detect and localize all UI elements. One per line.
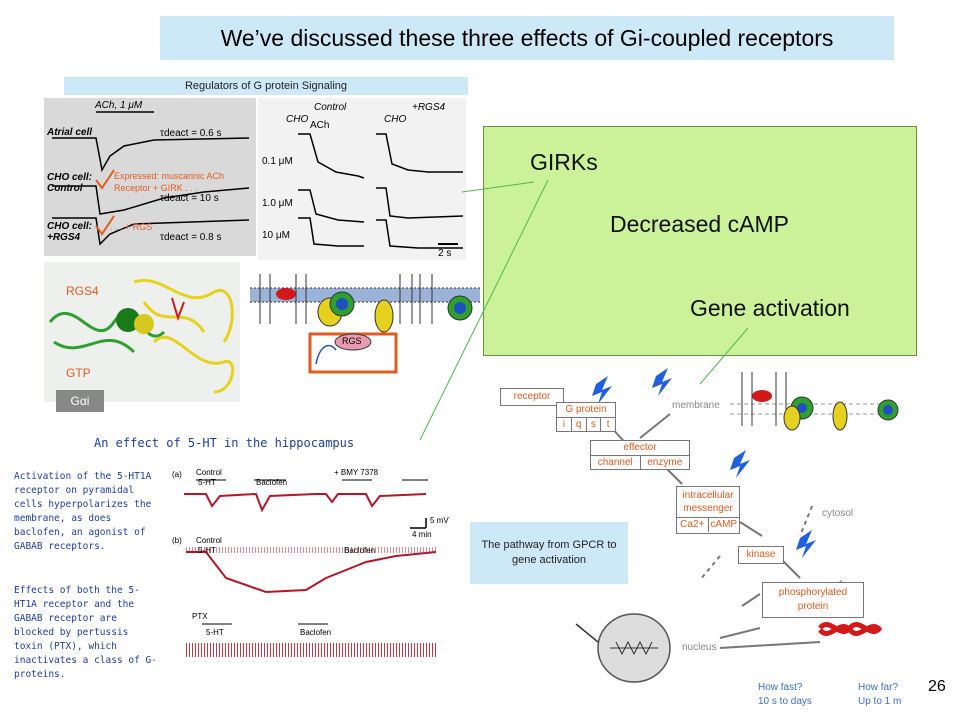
kinase-box: kinase [738, 546, 784, 564]
how-far-label: How far? [858, 682, 899, 693]
effector-channel: channel [591, 456, 641, 470]
gprotein-cycle-svg [250, 274, 480, 374]
conc-10: 10 μM [262, 230, 290, 241]
receptor-box: receptor [500, 388, 564, 406]
scale-2s: 2 s [438, 248, 452, 259]
trace-a-bmy: + BMY 7378 [334, 468, 379, 477]
effect-decreased-camp: Decreased cAMP [610, 211, 789, 237]
tau-atrial: τdeact = 0.6 s [160, 128, 222, 139]
trace-a-label: (a) [172, 470, 182, 479]
how-fast-label: How fast? [758, 682, 803, 693]
gsub-q: q [572, 418, 587, 432]
hippocampus-traces [166, 466, 444, 680]
rgs-header: Regulators of G protein Signaling [64, 77, 468, 95]
messenger-label: intracellular messenger [677, 487, 739, 518]
ach-traces-svg [52, 111, 250, 246]
structure-svg [48, 278, 235, 394]
row-label-atrial: Atrial cell [47, 127, 93, 138]
pathway-diagram-svg [559, 368, 899, 683]
pathway-caption-box: The pathway from GPCR to gene activation [470, 522, 628, 584]
trace-c-baclofen: Baclofen [300, 628, 332, 637]
scale-min: 4 min [412, 530, 432, 539]
effector-label: effector [591, 441, 689, 456]
orange-checkmarks [95, 169, 115, 236]
slide-title-text: We’ve discussed these three effects of G… [220, 24, 834, 51]
scale-mv: 5 mV [430, 516, 449, 525]
galpha-label: Gαi [56, 390, 104, 412]
messenger-camp: cAMP [710, 519, 738, 530]
trace-c-5ht: 5-HT [206, 628, 224, 637]
gsub-s: s [587, 418, 602, 432]
conc-1-0: 1.0 μM [262, 198, 293, 209]
gtp-label: GTP [66, 366, 91, 380]
hippocampus-heading: An effect of 5-HT in the hippocampus [94, 436, 355, 450]
trace-c-label: PTX [192, 612, 208, 621]
effector-box: effector channel enzyme [590, 440, 690, 470]
effector-enzyme: enzyme [647, 457, 683, 468]
gprotein-box: G protein i q s t [556, 402, 616, 432]
nucleus-label: nucleus [682, 642, 717, 653]
trace-a-baclofen: Baclofen [256, 478, 288, 487]
effector-types: channel enzyme [591, 456, 689, 470]
messenger-ca: Ca2+ [677, 518, 709, 532]
membrane-label: membrane [672, 400, 720, 411]
trace-b-control: Control [196, 536, 222, 545]
slide-title: We’ve discussed these three effects of G… [160, 16, 894, 60]
gprotein-cycle-cartoon [250, 264, 480, 374]
row-label-control: CHO cell: Control [47, 172, 93, 194]
ach-recording-panel [44, 98, 256, 256]
tau-rgs4: τdeact = 0.8 s [160, 232, 222, 243]
how-far-value: Up to 1 m [858, 696, 902, 707]
trace-b-baclofen: Baclofen [344, 546, 376, 555]
trace-a-control: Control [196, 468, 222, 477]
rgs4-galpha-structure [44, 262, 240, 402]
trace-a-5ht: 5-HT [198, 478, 216, 487]
ach-label: ACh, 1 μM [95, 100, 143, 111]
phospho-protein-box: phosphorylated protein [762, 582, 864, 618]
row-label-rgs4: CHO cell: +RGS4 [47, 221, 93, 243]
tau-control: τdeact = 10 s [160, 193, 219, 204]
effect-gene-activation: Gene activation [690, 295, 850, 321]
rgs4-label-top: +RGS4 [412, 102, 446, 113]
effect-girks: GIRKs [530, 149, 598, 175]
hippocampus-text-2: Effects of both the 5-HT1A receptor and … [14, 585, 157, 680]
gsub-t: t [606, 419, 610, 430]
annotation-expressed: Expressed: muscarinic ACh Receptor + GIR… [114, 171, 225, 193]
gsub-i: i [557, 418, 572, 432]
hippocampus-text-1: Activation of the 5-HT1A receptor on pyr… [14, 471, 152, 552]
rgs4-structure-label: RGS4 [66, 284, 99, 298]
hippocampus-traces-svg [184, 479, 437, 657]
control-label: Control [314, 102, 347, 113]
cho-label-2: CHO [384, 114, 407, 125]
trace-b-label: (b) [172, 536, 182, 545]
gprotein-label: G protein [557, 403, 615, 418]
cytosol-label: cytosol [822, 508, 854, 519]
annotation-rgs: . . . + RGS [110, 222, 153, 232]
conc-0-1: 0.1 μM [262, 156, 293, 167]
ach-label-middle: ACh [310, 120, 330, 131]
rgs-cartoon-label: RGS [342, 336, 362, 346]
gprotein-subunits: i q s t [557, 418, 615, 432]
how-fast-value: 10 s to days [758, 696, 812, 707]
trace-b-5ht: 5-HT [198, 546, 216, 555]
page-number: 26 [928, 678, 946, 695]
effects-box: GIRKs Decreased cAMP Gene activation [483, 126, 917, 356]
messenger-box: intracellular messenger Ca2+ cAMP [676, 486, 740, 534]
cho-label-1: CHO [286, 114, 309, 125]
messenger-types: Ca2+ cAMP [677, 518, 739, 532]
